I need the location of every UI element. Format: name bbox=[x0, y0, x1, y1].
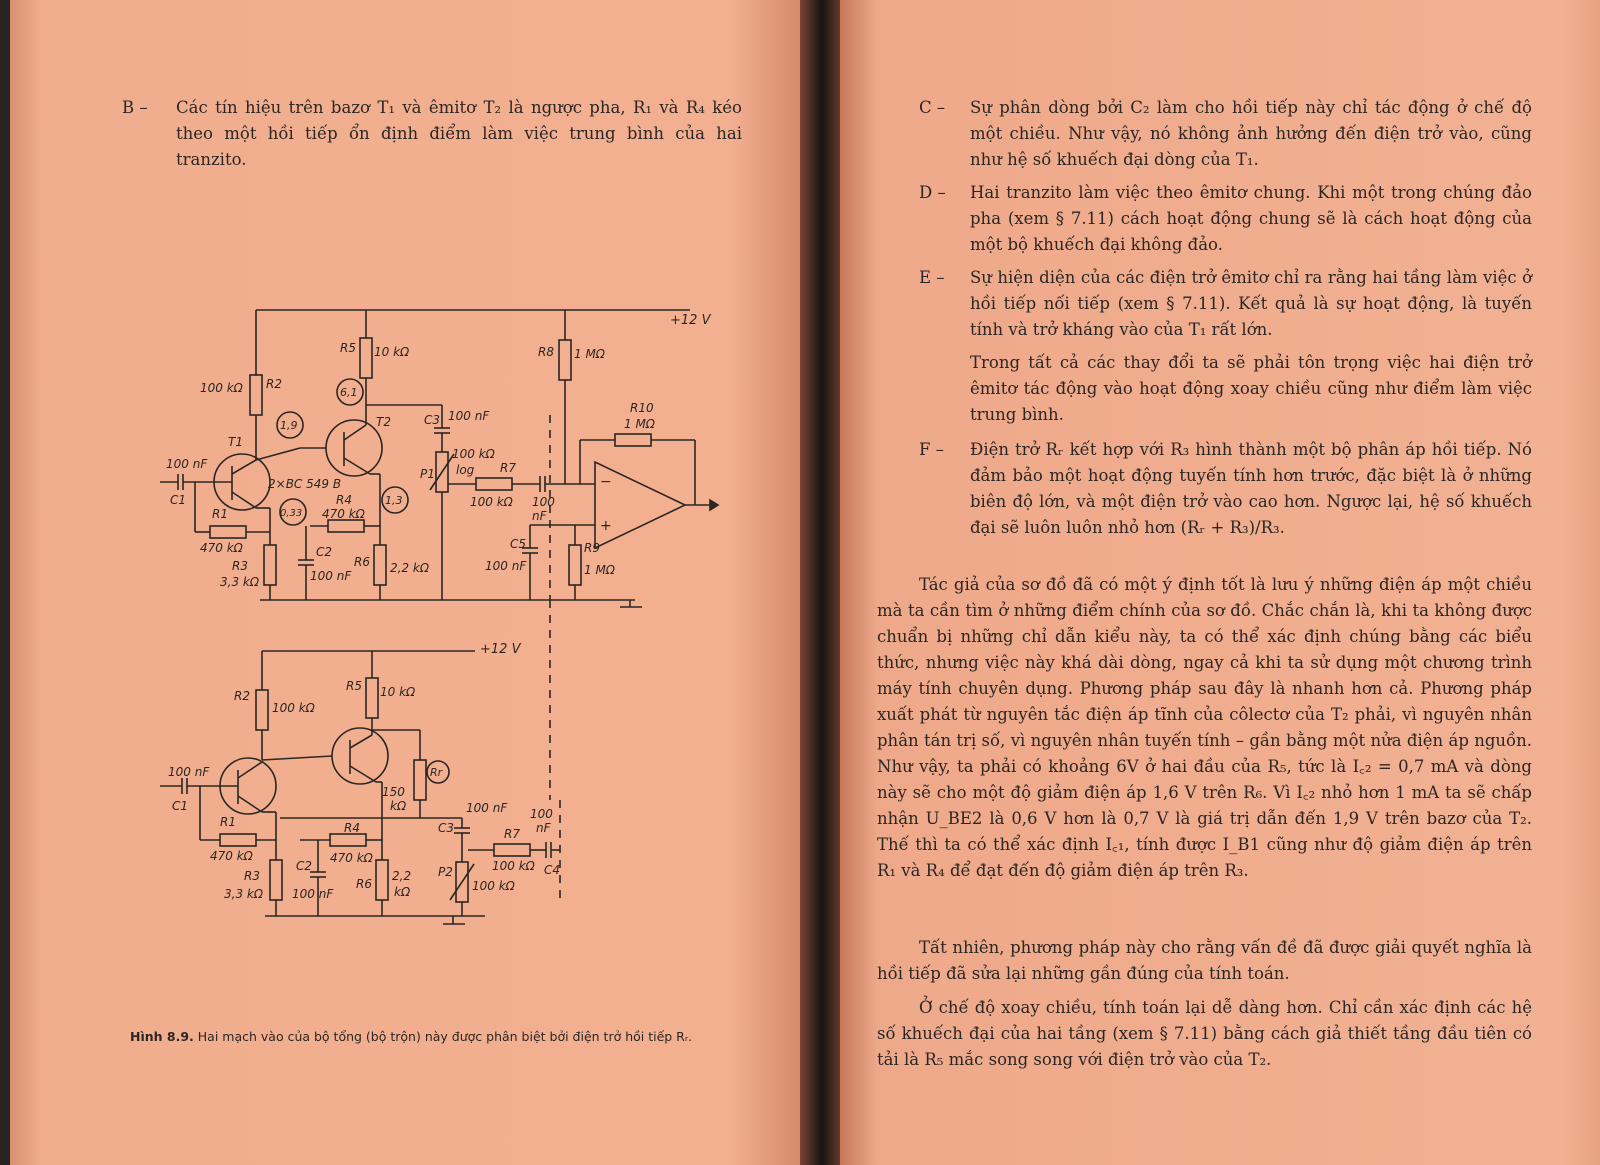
bottom-R3-name: R3 bbox=[244, 869, 260, 883]
top-C5-name: C5 bbox=[510, 537, 526, 551]
top-P1-value: 100 kΩ bbox=[452, 447, 496, 461]
top-R5-name: R5 bbox=[340, 341, 356, 355]
top-C1-value: 100 nF bbox=[166, 457, 208, 471]
bottom-C4-name: C4 bbox=[544, 863, 560, 877]
top-R5-value: 10 kΩ bbox=[374, 345, 410, 359]
bottom-C3-name: C3 bbox=[438, 821, 454, 835]
paragraph-2: Tất nhiên, phương pháp này cho rằng vấn … bbox=[877, 938, 1532, 983]
bottom-R1-value: 470 kΩ bbox=[210, 849, 254, 863]
top-P1-taper: log bbox=[456, 463, 475, 477]
top-R4-name: R4 bbox=[336, 493, 352, 507]
transistor-type: 2×BC 549 B bbox=[268, 477, 341, 491]
top-R2-name: R2 bbox=[266, 377, 282, 391]
item-c-text: Sự phân dòng bởi C₂ làm cho hồi tiếp này… bbox=[970, 98, 1532, 169]
bottom-C1-name: C1 bbox=[172, 799, 188, 813]
item-f-label: F – bbox=[919, 440, 944, 459]
bottom-R6-name: R6 bbox=[356, 877, 372, 891]
top-R6-value: 2,2 kΩ bbox=[390, 561, 430, 575]
item-e-label: E – bbox=[919, 268, 945, 287]
voltage-1-9: 1,9 bbox=[280, 419, 298, 432]
bottom-R4-name: R4 bbox=[344, 821, 360, 835]
figure-caption: Hình 8.9. Hai mạch vào của bộ tổng (bộ t… bbox=[130, 1027, 715, 1047]
paragraph-3: Ở chế độ xoay chiều, tính toán lại dễ dà… bbox=[877, 998, 1532, 1069]
top-C2-value: 100 nF bbox=[310, 569, 352, 583]
bottom-R150-a: 150 bbox=[382, 785, 405, 799]
bottom-T2-symbol bbox=[331, 727, 389, 785]
item-b-text: Các tín hiệu trên bazơ T₁ và êmitơ T₂ là… bbox=[176, 98, 742, 169]
opamp-symbol bbox=[594, 460, 687, 550]
caption-label: Hình 8.9. bbox=[130, 1029, 194, 1044]
bottom-C3-value: 100 nF bbox=[466, 801, 508, 815]
circuit-top: +12 V 100 kΩ R2 R5 10 kΩ T1 T2 2×BC 549 … bbox=[160, 309, 720, 800]
item-d-label: D – bbox=[919, 183, 946, 202]
voltage-1-3: 1,3 bbox=[385, 494, 403, 507]
top-R7-name: R7 bbox=[500, 461, 516, 475]
item-e-text: Sự hiện diện của các điện trở êmitơ chỉ … bbox=[970, 268, 1532, 339]
bottom-C4-value-b: nF bbox=[536, 821, 552, 835]
item-d-text: Hai tranzito làm việc theo êmitơ chung. … bbox=[970, 183, 1532, 254]
top-R1-value: 470 kΩ bbox=[200, 541, 244, 555]
voltage-0-33: 0,33 bbox=[280, 508, 302, 519]
bottom-C2-value: 100 nF bbox=[292, 887, 334, 901]
top-R10-value: 1 MΩ bbox=[624, 417, 656, 431]
right-page: C – Sự phân dòng bởi C₂ làm cho hồi tiếp… bbox=[840, 0, 1600, 1165]
bottom-R150-b: kΩ bbox=[390, 799, 407, 813]
top-R9-value: 1 MΩ bbox=[584, 563, 616, 577]
top-R1-name: R1 bbox=[212, 507, 228, 521]
bottom-R4-value: 470 kΩ bbox=[330, 851, 374, 865]
top-C3-name: C3 bbox=[424, 413, 440, 427]
voltage-6-1: 6,1 bbox=[340, 386, 358, 399]
paragraph-1: Tác giả của sơ đồ đã có một ý định tốt l… bbox=[877, 575, 1532, 880]
circuit-bottom: +12 V R2 100 kΩ R5 10 kΩ Rr 150 bbox=[160, 642, 561, 925]
top-R9-name: R9 bbox=[584, 541, 600, 555]
opamp-plus: + bbox=[600, 518, 612, 534]
bottom-R2-name: R2 bbox=[234, 689, 250, 703]
item-f-text: Điện trở Rᵣ kết hợp với R₃ hình thành mộ… bbox=[970, 440, 1532, 537]
bottom-R7-name: R7 bbox=[504, 827, 520, 841]
top-R3-value: 3,3 kΩ bbox=[220, 575, 260, 589]
bottom-P2-value: 100 kΩ bbox=[472, 879, 516, 893]
top-R7-value: 100 kΩ bbox=[470, 495, 514, 509]
top-R4-value: 470 kΩ bbox=[322, 507, 366, 521]
top-C1-name: C1 bbox=[170, 493, 186, 507]
item-b-label: B – bbox=[122, 98, 148, 117]
top-R10-name: R10 bbox=[630, 401, 654, 415]
bottom-C2-name: C2 bbox=[296, 859, 312, 873]
top-R6-name: R6 bbox=[354, 555, 370, 569]
book-gutter bbox=[800, 0, 842, 1165]
top-C5-value: 100 nF bbox=[485, 559, 527, 573]
top-R8-name: R8 bbox=[538, 345, 554, 359]
bottom-Rr-name: Rr bbox=[430, 766, 444, 779]
bottom-R2-value: 100 kΩ bbox=[272, 701, 316, 715]
item-e-continuation: Trong tất cả các thay đổi ta sẽ phải tôn… bbox=[970, 353, 1532, 424]
caption-text: Hai mạch vào của bộ tổng (bộ trộn) này đ… bbox=[197, 1029, 693, 1044]
top-T2-label: T2 bbox=[376, 415, 391, 429]
opamp-minus: − bbox=[600, 474, 612, 490]
top-T1-label: T1 bbox=[228, 435, 243, 449]
bottom-C4-value-a: 100 bbox=[530, 807, 553, 821]
item-c-label: C – bbox=[919, 98, 946, 117]
left-page: B – Các tín hiệu trên bazơ T₁ và êmitơ T… bbox=[10, 0, 810, 1165]
bottom-C1-value: 100 nF bbox=[168, 765, 210, 779]
top-C3-value: 100 nF bbox=[448, 409, 490, 423]
bottom-R5-value: 10 kΩ bbox=[380, 685, 416, 699]
top-C4-value-b: nF bbox=[532, 509, 548, 523]
top-C2-name: C2 bbox=[316, 545, 332, 559]
top-supply-label: +12 V bbox=[670, 313, 712, 328]
bottom-R1-name: R1 bbox=[220, 815, 236, 829]
bottom-supply-label: +12 V bbox=[480, 642, 522, 657]
bottom-R6-value-a: 2,2 bbox=[392, 869, 411, 883]
bottom-R3-value: 3,3 kΩ bbox=[224, 887, 264, 901]
bottom-R7-value: 100 kΩ bbox=[492, 859, 536, 873]
top-R2-value: 100 kΩ bbox=[200, 381, 244, 395]
top-P1-name: P1 bbox=[420, 467, 435, 481]
top-R8-value: 1 MΩ bbox=[574, 347, 606, 361]
bottom-R6-value-b: kΩ bbox=[394, 885, 411, 899]
bottom-R5-name: R5 bbox=[346, 679, 362, 693]
bottom-P2-name: P2 bbox=[438, 865, 453, 879]
top-R3-name: R3 bbox=[232, 559, 248, 573]
